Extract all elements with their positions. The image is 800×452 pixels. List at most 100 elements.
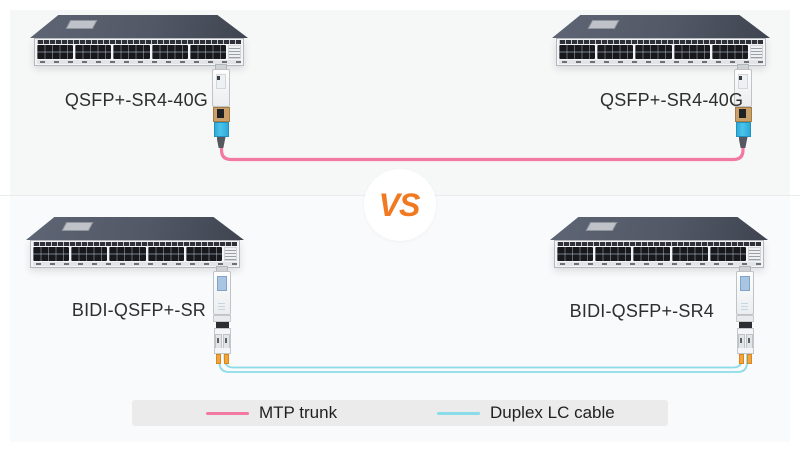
port-number-strip bbox=[33, 262, 237, 266]
fiber-boot bbox=[215, 354, 221, 364]
legend-label-duplex-lc: Duplex LC cable bbox=[490, 403, 615, 422]
port-row bbox=[37, 45, 242, 59]
port-row bbox=[559, 45, 764, 59]
transceiver-label-sticker bbox=[216, 74, 226, 89]
duplex-lc-connector bbox=[213, 328, 231, 354]
switch-label-sticker bbox=[65, 20, 98, 29]
mtp-connector-bail bbox=[212, 107, 230, 122]
switch-front-face bbox=[30, 240, 240, 268]
lc-plug bbox=[222, 334, 230, 348]
transceiver-body bbox=[734, 69, 752, 107]
transceiver-text-lines bbox=[218, 302, 225, 310]
status-led-panel bbox=[224, 247, 238, 261]
switch-top-left bbox=[30, 15, 248, 66]
transceiver-collar bbox=[736, 315, 754, 322]
legend-label-mtp-trunk: MTP trunk bbox=[259, 403, 338, 422]
port-number-strip bbox=[557, 262, 761, 266]
mtp-connector bbox=[735, 122, 751, 137]
switch-top-right bbox=[552, 15, 770, 66]
port-stub bbox=[216, 266, 228, 271]
legend: MTP trunk Duplex LC cable bbox=[132, 400, 668, 426]
port-label-strip bbox=[559, 40, 763, 44]
transceiver-label-sticker bbox=[740, 276, 750, 291]
port-group bbox=[185, 247, 223, 261]
port-group bbox=[75, 45, 112, 59]
label-top-left-transceiver: QSFP+-SR4-40G bbox=[64, 90, 208, 110]
duplex-lc-connector bbox=[736, 328, 754, 354]
port-group bbox=[597, 45, 634, 59]
port-stub bbox=[737, 64, 749, 69]
switch-label-sticker bbox=[587, 20, 620, 29]
transceiver-chip bbox=[217, 76, 220, 80]
transceiver-body bbox=[736, 271, 754, 315]
switch-front-face bbox=[554, 240, 764, 268]
switch-label-sticker bbox=[585, 222, 618, 231]
port-group bbox=[147, 247, 184, 261]
fiber-boot bbox=[223, 354, 229, 364]
status-led-panel bbox=[748, 247, 762, 261]
transceiver-text-lines bbox=[741, 302, 748, 310]
qsfp-sr4-transceiver-left bbox=[212, 64, 230, 148]
fiber-boots bbox=[215, 354, 229, 364]
switch-front-face bbox=[556, 38, 766, 66]
lc-plug bbox=[737, 334, 745, 348]
lc-plug bbox=[745, 334, 753, 348]
lc-plug bbox=[214, 334, 222, 348]
label-top-right-transceiver: QSFP+-SR4-40G bbox=[600, 90, 744, 110]
port-group bbox=[633, 247, 670, 261]
switch-top-face bbox=[26, 217, 244, 240]
switch-bottom-left bbox=[26, 217, 244, 268]
port-group bbox=[671, 247, 708, 261]
fiber-boot bbox=[746, 354, 752, 364]
bidi-qsfp-transceiver-left bbox=[213, 266, 231, 364]
port-stub bbox=[739, 266, 751, 271]
port-label-strip bbox=[37, 40, 241, 44]
port-group bbox=[189, 45, 227, 59]
mtp-connector bbox=[213, 122, 229, 137]
switch-top-face bbox=[30, 15, 248, 38]
port-group bbox=[151, 45, 188, 59]
port-number-strip bbox=[559, 60, 763, 64]
fiber-boot bbox=[738, 354, 744, 364]
switch-bottom-right bbox=[550, 217, 768, 268]
port-group bbox=[113, 45, 150, 59]
switch-top-face bbox=[552, 15, 770, 38]
vs-text: VS bbox=[378, 186, 421, 223]
mtp-trunk-line-swatch bbox=[206, 412, 249, 415]
fiber-boots bbox=[738, 354, 752, 364]
port-row bbox=[33, 247, 238, 261]
transceiver-body bbox=[213, 271, 231, 315]
switch-label-sticker bbox=[61, 222, 94, 231]
transceiver-label-sticker bbox=[738, 74, 748, 89]
port-group bbox=[595, 247, 632, 261]
label-bottom-left-transceiver: BIDI-QSFP+-SR bbox=[71, 300, 206, 320]
port-group bbox=[673, 45, 710, 59]
mtp-connector-bail bbox=[734, 107, 752, 122]
lc-connector-band bbox=[215, 322, 229, 328]
port-group bbox=[559, 45, 596, 59]
port-label-strip bbox=[557, 242, 761, 246]
status-led-panel bbox=[750, 45, 764, 59]
duplex-lc-line-swatch bbox=[437, 412, 480, 415]
port-group bbox=[711, 45, 749, 59]
switch-top-face bbox=[550, 217, 768, 240]
transceiver-label-sticker bbox=[217, 276, 227, 291]
cable-boot bbox=[738, 137, 748, 148]
switch-front-face bbox=[34, 38, 244, 66]
port-label-strip bbox=[33, 242, 237, 246]
lc-connector-band bbox=[738, 322, 752, 328]
bidi-qsfp-transceiver-right bbox=[736, 266, 754, 364]
transceiver-chip bbox=[739, 76, 742, 80]
port-group bbox=[37, 45, 74, 59]
port-number-strip bbox=[37, 60, 241, 64]
port-row bbox=[557, 247, 762, 261]
port-group bbox=[71, 247, 108, 261]
port-stub bbox=[215, 64, 227, 69]
port-group bbox=[709, 247, 747, 261]
port-group bbox=[33, 247, 70, 261]
transceiver-body bbox=[212, 69, 230, 107]
vs-badge: VS bbox=[364, 169, 436, 241]
status-led-panel bbox=[228, 45, 242, 59]
port-group bbox=[109, 247, 146, 261]
port-group bbox=[557, 247, 594, 261]
